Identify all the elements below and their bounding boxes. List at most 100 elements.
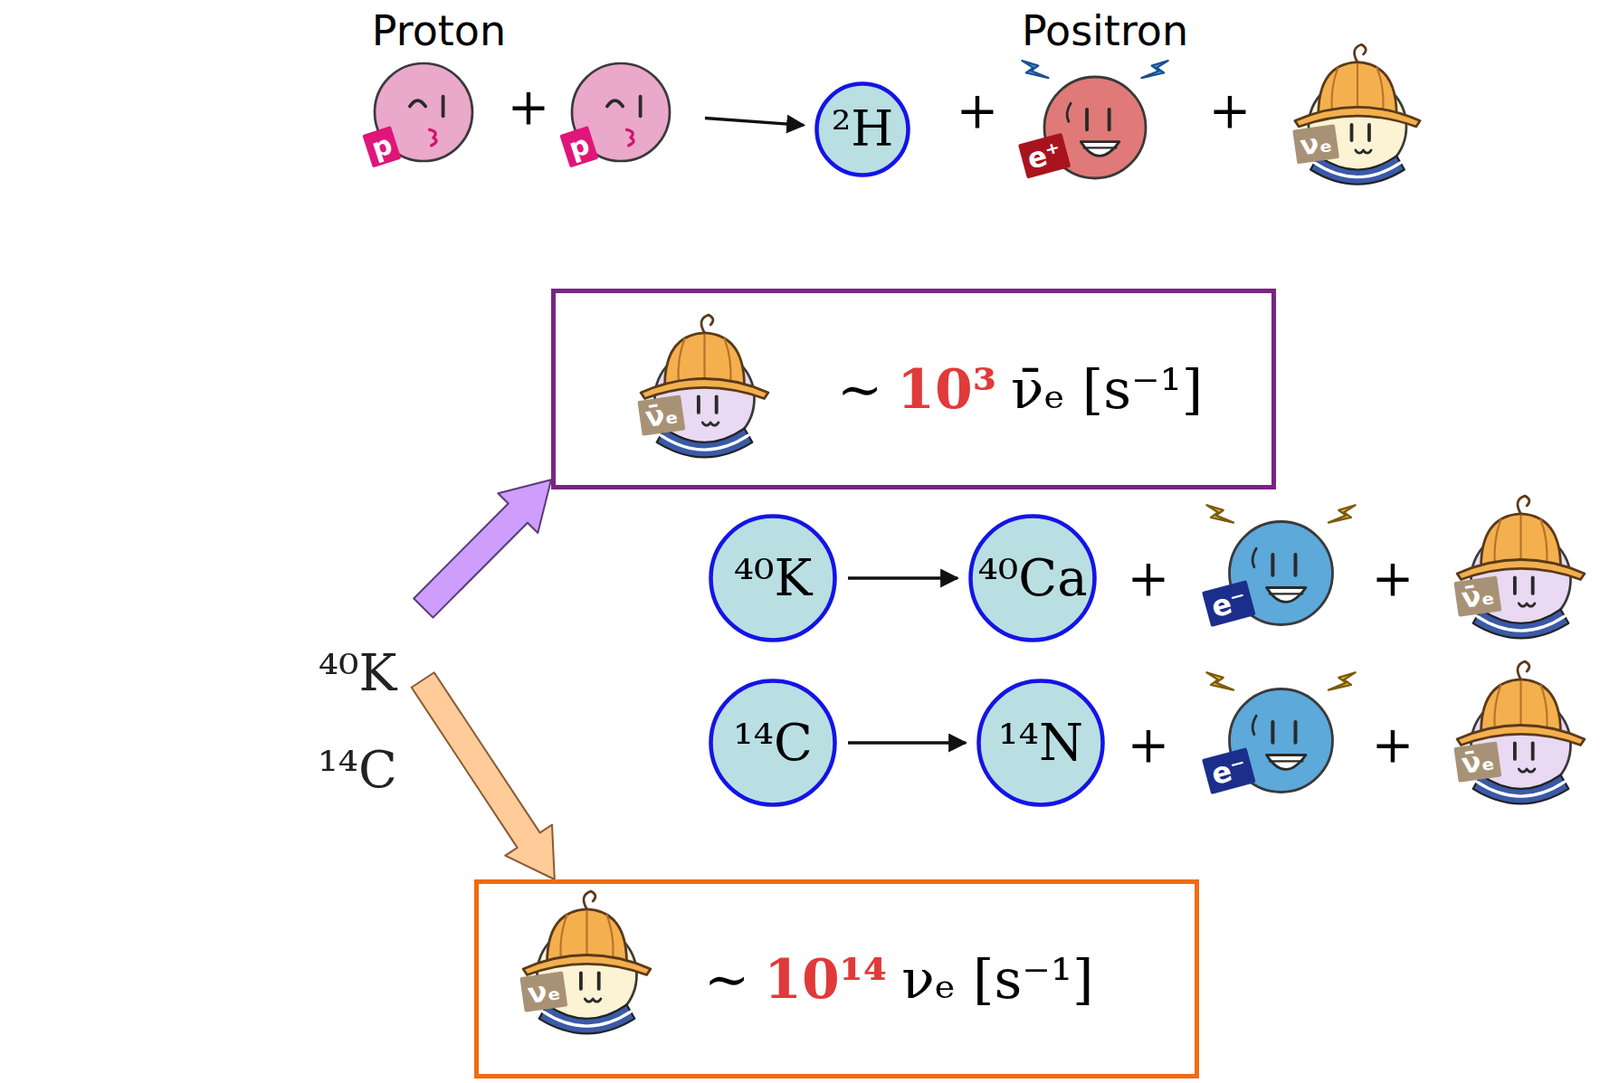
antineutrino-character: ν̄ₑ xyxy=(629,323,780,474)
sun-ray xyxy=(20,106,58,138)
character-collar xyxy=(1310,155,1405,184)
character-mouth xyxy=(1266,587,1305,602)
hat-stripe xyxy=(1540,519,1547,566)
sun-face xyxy=(67,63,258,254)
antineutrino-character: ν̄ₑ xyxy=(1446,504,1596,655)
sun-ray xyxy=(75,242,108,280)
electron-character: e⁻ xyxy=(1203,663,1359,819)
plus-sign: + xyxy=(1127,715,1171,774)
hat-stripe xyxy=(560,914,567,962)
body-nuclide: ¹⁴C xyxy=(317,741,398,800)
character-mouth xyxy=(1518,768,1535,772)
hat-stripe xyxy=(723,338,731,385)
character-eye xyxy=(1367,124,1372,141)
sun-disc xyxy=(67,63,258,254)
emission-arrow xyxy=(413,479,552,618)
sun-ray xyxy=(218,38,251,76)
character-eye xyxy=(714,396,718,413)
character-mouth xyxy=(1080,142,1120,157)
nuclide-label: ²H xyxy=(831,101,895,158)
body-head xyxy=(276,438,409,572)
hat-brim xyxy=(1457,559,1585,580)
character-teeth xyxy=(1084,146,1117,149)
character-eye xyxy=(695,396,700,413)
character-eye xyxy=(1530,742,1534,760)
character-teeth xyxy=(1268,592,1302,595)
plus-sign: + xyxy=(956,81,1000,140)
character-collar xyxy=(1472,609,1569,639)
electron-character: e⁻ xyxy=(1203,495,1359,651)
reaction-arrow xyxy=(847,576,958,581)
nucleus-circle: ⁴⁰K xyxy=(708,514,838,643)
electron-drawing xyxy=(1203,663,1359,819)
rate-text: 10¹⁴ xyxy=(763,948,887,1011)
collar-stripe xyxy=(1476,616,1565,631)
particle-tag: ν̄ₑ xyxy=(1454,742,1503,783)
proton-character: p xyxy=(547,38,695,186)
hat-stripe xyxy=(677,338,685,385)
character-eye xyxy=(1350,124,1354,141)
rate-text: νₑ [s⁻¹] xyxy=(901,948,1094,1011)
sun-ray xyxy=(20,179,58,210)
character-teeth xyxy=(1268,760,1302,762)
hat-stripe xyxy=(1356,62,1359,114)
character-eye xyxy=(1107,109,1112,130)
nucleus-circle: ¹⁴N xyxy=(976,678,1105,808)
neck-shadow xyxy=(325,588,362,597)
nucleus-circle: ⁴⁰Ca xyxy=(968,514,1097,643)
hat-stripe xyxy=(1494,685,1501,732)
hat-stripe xyxy=(1494,519,1501,566)
character-collar xyxy=(656,428,753,458)
spark-bolt xyxy=(1142,60,1169,78)
sun-ray xyxy=(75,38,108,76)
character-collar xyxy=(538,1004,635,1034)
hat-curl xyxy=(1354,44,1367,62)
character-eye xyxy=(1512,742,1516,760)
hat-curl xyxy=(700,314,713,334)
character-eye xyxy=(1270,553,1275,575)
particle-tag: e⁻ xyxy=(1201,747,1257,795)
hat-brim xyxy=(640,378,769,399)
sun-mouth xyxy=(137,199,189,212)
emission-arrow xyxy=(411,672,555,880)
character-eye xyxy=(1293,553,1297,575)
character-eye xyxy=(1512,577,1516,594)
nucleus-circle: ¹⁴C xyxy=(708,678,838,808)
collar-stripe xyxy=(1314,162,1400,178)
particle-tag: ν̄ₑ xyxy=(1454,576,1503,618)
neutrino-drawing xyxy=(1284,53,1431,200)
collar-stripe xyxy=(542,1011,631,1027)
plus-sign: + xyxy=(1371,549,1415,608)
character-brow xyxy=(1066,103,1071,122)
body-figure xyxy=(60,568,610,1068)
collar-stripe xyxy=(1476,781,1565,797)
character-mouth xyxy=(626,129,634,145)
collar-stripe xyxy=(660,435,749,450)
character-eye xyxy=(409,100,426,106)
character-eye xyxy=(1530,577,1534,594)
sun-ray xyxy=(267,106,305,138)
character-eye xyxy=(578,972,582,990)
body-nuclide: ⁴⁰K xyxy=(318,644,398,703)
sun-eye xyxy=(182,148,198,163)
hat-curl xyxy=(1516,661,1529,680)
character-eye xyxy=(638,96,643,117)
rate-text: ν̄ₑ [s⁻¹] xyxy=(1010,358,1203,421)
plus-sign: + xyxy=(1127,549,1171,608)
nuclide-label: ⁴⁰Ca xyxy=(977,549,1087,608)
rate-text: ∼ xyxy=(837,358,883,421)
hat-curl xyxy=(582,891,595,910)
hat-brim xyxy=(523,954,651,975)
character-mouth xyxy=(428,129,437,145)
antineutrino-character: ν̄ₑ xyxy=(1446,670,1596,820)
positron-character: Positrone⁺ xyxy=(1019,51,1172,204)
hat-stripe xyxy=(1519,513,1522,565)
character-brow xyxy=(1252,715,1257,735)
character-mouth xyxy=(1355,150,1372,153)
neutrino-character: νₑ xyxy=(1284,53,1431,200)
rate-text: ∼ xyxy=(704,948,750,1011)
character-mouth xyxy=(1266,754,1305,770)
spark-bolt xyxy=(1206,672,1234,690)
character-eye xyxy=(1270,721,1275,743)
rate-text: 10³ xyxy=(896,358,997,421)
